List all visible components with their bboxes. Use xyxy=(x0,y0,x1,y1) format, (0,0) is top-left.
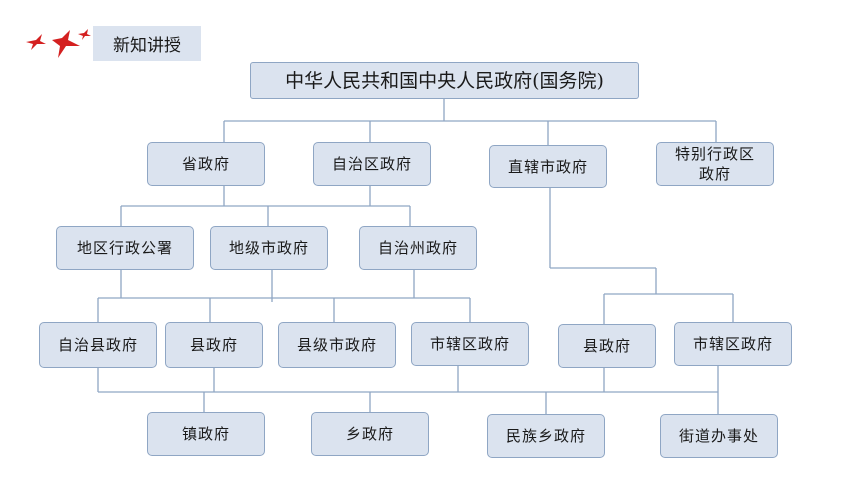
node-label: 自治州政府 xyxy=(377,239,458,257)
section-title-text: 新知讲授 xyxy=(113,36,181,56)
node-label: 街道办事处 xyxy=(678,427,759,445)
node-label: 自治县政府 xyxy=(57,336,138,354)
node-autonomous-county: 自治县政府 xyxy=(39,322,157,368)
node-province: 省政府 xyxy=(147,142,265,186)
node-label: 市辖区政府 xyxy=(692,335,773,353)
node-label-line2: 政府 xyxy=(698,165,731,183)
node-prefecture-city: 地级市政府 xyxy=(210,226,328,270)
node-label: 直辖市政府 xyxy=(507,157,588,176)
node-municipality: 直辖市政府 xyxy=(489,145,607,188)
node-label: 地级市政府 xyxy=(228,239,309,257)
node-county: 县政府 xyxy=(165,322,263,368)
node-town: 镇政府 xyxy=(147,412,265,456)
node-subdistrict-office: 街道办事处 xyxy=(660,414,778,458)
node-city-district: 市辖区政府 xyxy=(411,322,529,366)
node-label: 县政府 xyxy=(582,337,631,355)
node-label: 地区行政公署 xyxy=(76,239,173,257)
node-township: 乡政府 xyxy=(311,412,429,456)
node-label: 自治区政府 xyxy=(331,155,412,173)
node-label: 民族乡政府 xyxy=(505,427,586,445)
node-ethnic-township: 民族乡政府 xyxy=(487,414,605,458)
node-label: 中华人民共和国中央人民政府(国务院) xyxy=(285,69,604,92)
node-label: 省政府 xyxy=(181,155,230,173)
node-special-administrative-region: 特别行政区 政府 xyxy=(656,142,774,186)
node-label: 镇政府 xyxy=(181,425,230,443)
node-autonomous-prefecture: 自治州政府 xyxy=(359,226,477,270)
node-county-city: 县级市政府 xyxy=(278,322,396,368)
node-label: 乡政府 xyxy=(345,425,394,443)
node-municipality-county: 县政府 xyxy=(558,324,656,368)
node-prefecture-office: 地区行政公署 xyxy=(56,226,194,270)
red-birds-icon xyxy=(26,29,91,58)
section-title: 新知讲授 xyxy=(93,26,201,61)
node-label: 县级市政府 xyxy=(296,336,377,354)
node-label: 市辖区政府 xyxy=(429,335,510,353)
node-autonomous-region: 自治区政府 xyxy=(313,142,431,186)
node-municipality-district: 市辖区政府 xyxy=(674,322,792,366)
node-state-council: 中华人民共和国中央人民政府(国务院) xyxy=(250,62,639,99)
node-label-line1: 特别行政区 xyxy=(674,145,755,163)
node-label: 县政府 xyxy=(189,336,238,354)
